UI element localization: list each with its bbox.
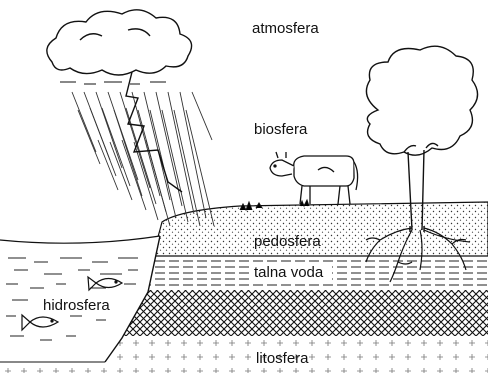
rain (72, 92, 214, 226)
label-groundwater: talna voda (254, 264, 324, 281)
label-hydrosphere: hidrosfera (43, 297, 110, 314)
label-pedosphere: pedosfera (254, 233, 321, 250)
bedrock-layer (100, 290, 488, 336)
label-atmosphere: atmosfera (252, 20, 319, 37)
cow-icon (270, 152, 358, 204)
cloud-lines (60, 82, 166, 84)
label-lithosphere: litosfera (256, 350, 309, 367)
cloud-icon (47, 10, 192, 75)
label-biosphere: biosfera (254, 121, 308, 138)
